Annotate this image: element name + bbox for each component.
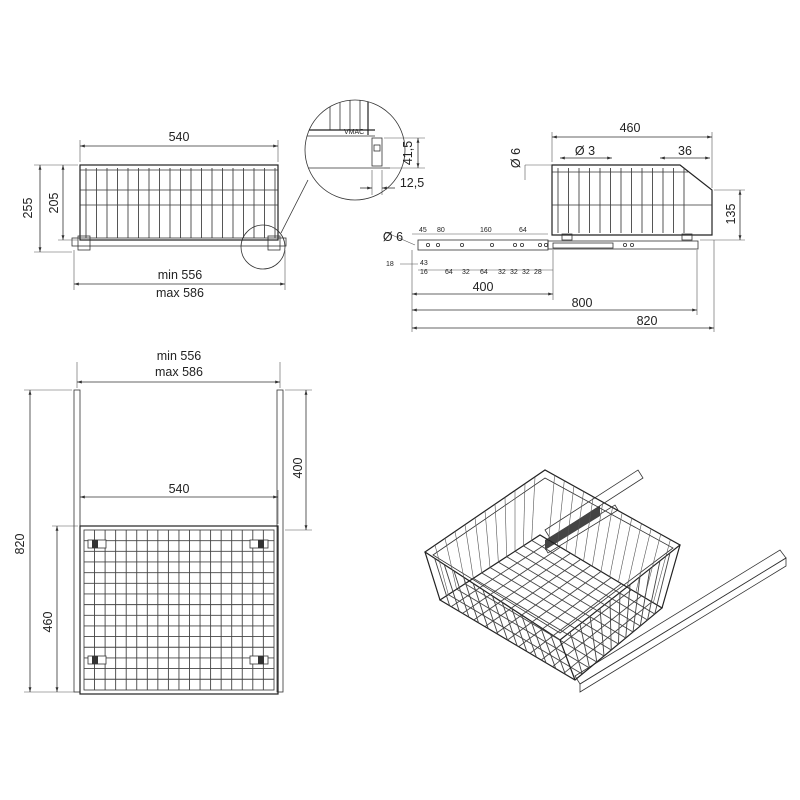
top-rail-left [73,389,81,693]
front-height-total-label: 255 [21,198,35,219]
side-rail-holes [425,242,635,247]
spacing-32c-label: 32 [510,269,518,276]
detail-brand-label: VMAC [344,129,364,136]
spacing-32a-label: 32 [462,269,470,276]
side-depth-label: 460 [620,121,641,135]
length-820-label: 820 [637,314,658,328]
length-800-label: 800 [572,296,593,310]
front-height-basket-label: 205 [47,193,61,214]
side-basket-wires [557,168,685,233]
detail-view: VMAC 41,5 12,5 [304,99,425,201]
top-view: min 556 max 586 540 820 460 400 [13,349,312,695]
top-slide-length-label: 400 [291,458,305,479]
side-height-label: 135 [724,204,738,225]
iso-basket-top-rim [423,469,682,641]
offset-18-label: 18 [386,261,394,268]
spacing-64b-label: 64 [445,269,453,276]
top-width-label: 540 [169,482,190,496]
front-rail-max-label: max 586 [156,286,204,300]
top-rail-min-label: min 556 [157,349,202,363]
front-basket-outline [79,164,279,241]
front-width-label: 540 [169,130,190,144]
offset-16-label: 16 [420,269,428,276]
top-basket-grid [84,530,274,690]
front-basket-wires [85,168,276,238]
spacing-64c-label: 64 [480,269,488,276]
top-basket-depth-label: 460 [41,612,55,633]
detail-callout-circle [240,224,286,270]
spacing-80-label: 80 [437,227,445,234]
front-rail-min-label: min 556 [158,268,203,282]
front-rail [71,237,287,247]
detail-offset-label: 12,5 [400,176,424,190]
offset-43-label: 43 [420,260,428,267]
side-basket-outline [551,164,713,236]
isometric-view [423,469,787,693]
top-basket-outline [79,525,279,695]
length-400-label: 400 [473,280,494,294]
top-rail-max-label: max 586 [155,365,203,379]
spacing-28-label: 28 [534,269,542,276]
iso-basket-wires [434,475,671,675]
spacing-45-label: 45 [419,227,427,234]
spacing-160-label: 160 [480,227,492,234]
detail-height-label: 41,5 [401,141,415,165]
detail-circle [304,99,406,201]
front-view: 540 255 205 min 556 max 586 [21,130,309,300]
side-diameter-small-label: Ø 3 [575,144,595,158]
top-rail-right [276,389,284,693]
side-lip-label: 36 [678,144,692,158]
side-diameter-top-label: Ø 6 [509,148,523,168]
spacing-32d-label: 32 [522,269,530,276]
top-length-label: 820 [13,534,27,555]
side-view: 460 Ø 6 Ø 3 36 135 Ø 6 45 80 160 64 18 4… [383,121,745,332]
spacing-64a-label: 64 [519,227,527,234]
side-rail-fixed [417,239,549,251]
spacing-32b-label: 32 [498,269,506,276]
side-hole-diameter-label: Ø 6 [383,230,403,244]
